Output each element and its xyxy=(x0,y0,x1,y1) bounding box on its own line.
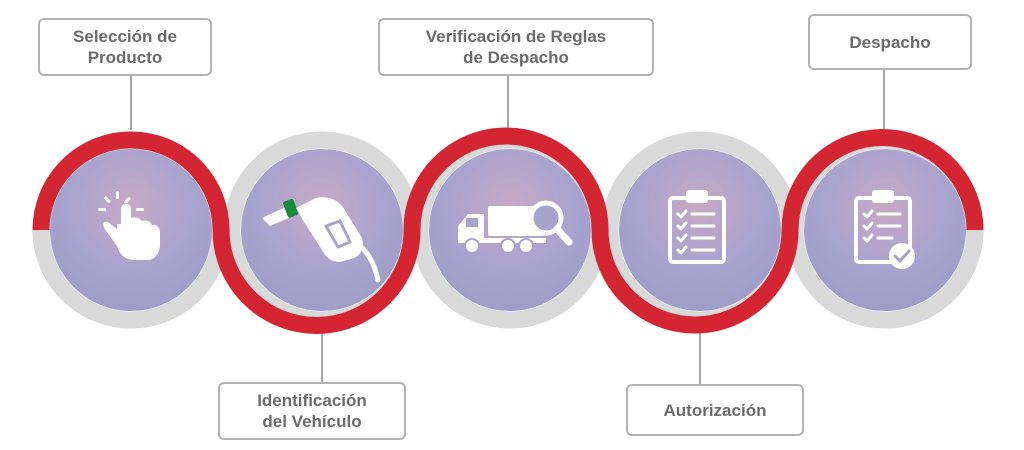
step-circle-4 xyxy=(619,149,781,311)
fuel-nozzle-icon xyxy=(262,197,381,283)
clipboard-approved-icon xyxy=(854,190,915,269)
label-seleccion-producto: Selección de Producto xyxy=(38,18,212,76)
label-line: Selección de xyxy=(73,27,177,46)
red-wave xyxy=(32,127,984,334)
label-line: Producto xyxy=(87,48,163,67)
clipboard-checklist-icon xyxy=(668,190,726,264)
label-autorizacion: Autorización xyxy=(626,384,804,436)
hand-pointer-icon xyxy=(98,191,160,260)
label-line: Verificación de Reglas xyxy=(425,27,607,46)
label-line: Identificación xyxy=(257,391,367,410)
step-circle-5 xyxy=(804,149,966,311)
label-line: Despacho xyxy=(849,32,931,52)
truck-search-icon xyxy=(458,200,573,254)
label-identificacion-vehiculo: Identificación del Vehículo xyxy=(218,382,406,440)
label-line: Autorización xyxy=(663,400,767,420)
label-verificacion-reglas: Verificación de Reglas de Despacho xyxy=(378,18,654,76)
label-line: de Despacho xyxy=(463,48,569,67)
label-despacho: Despacho xyxy=(808,14,972,70)
label-line: del Vehículo xyxy=(262,412,362,431)
